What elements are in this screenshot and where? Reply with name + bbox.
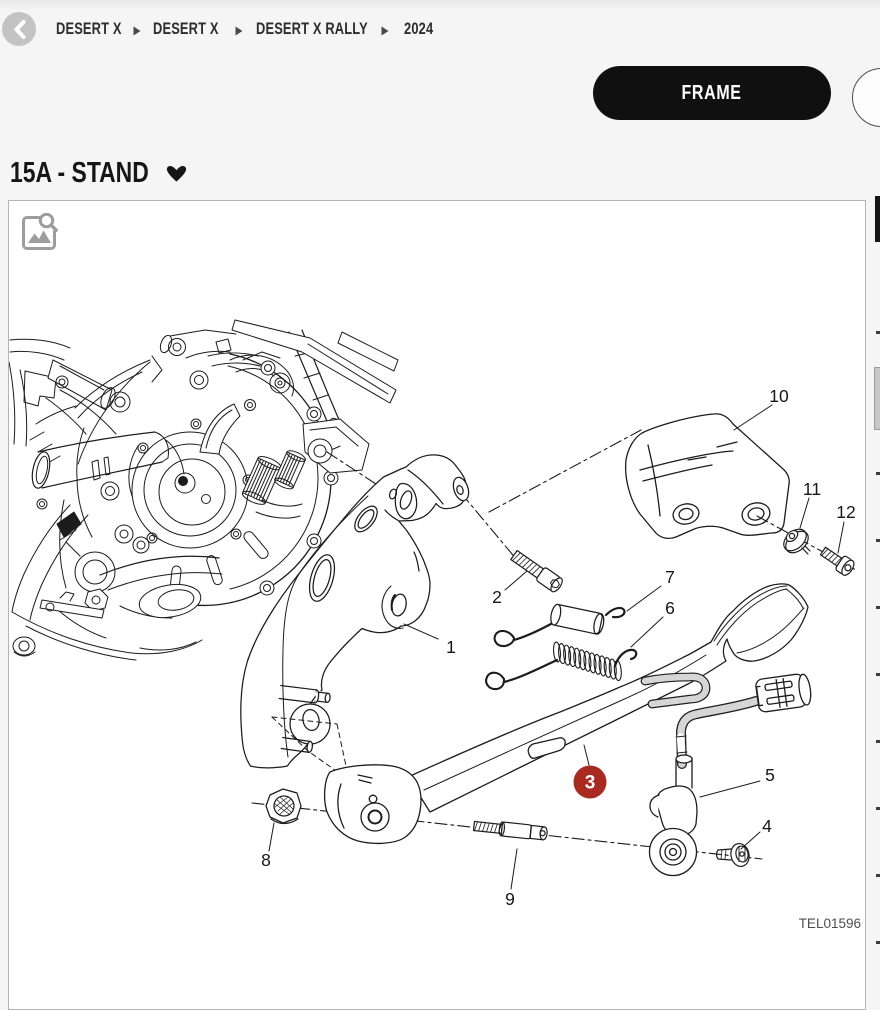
callout-7[interactable]: 7 [665, 567, 675, 587]
right-edge-fragment [876, 740, 880, 743]
page-title: 15A - STAND [10, 157, 149, 189]
part-screw-12 [819, 546, 855, 576]
part-sensor [648, 673, 812, 877]
right-edge-fragment [876, 331, 880, 334]
section-title-row: 15A - STAND [10, 157, 187, 191]
drawing-code: TEL01596 [798, 916, 861, 931]
right-edge-fragment [876, 606, 880, 609]
callout-12[interactable]: 12 [836, 502, 855, 522]
engine-line-art [9, 319, 399, 661]
right-edge-fragment [876, 941, 880, 944]
callout-10[interactable]: 10 [769, 386, 789, 406]
callout-1[interactable]: 1 [446, 637, 456, 657]
breadcrumb-item-model[interactable]: DESERT X [56, 20, 122, 38]
callout-9[interactable]: 9 [505, 889, 515, 909]
right-edge-fragment [876, 539, 880, 542]
right-edge-fragment [874, 367, 880, 430]
callout-2[interactable]: 2 [492, 587, 502, 607]
part-spring-cover [493, 603, 626, 648]
part-screw-11 [783, 528, 811, 555]
cable-hairpin [640, 672, 711, 709]
right-edge-fragment [875, 196, 880, 242]
callout-5[interactable]: 5 [765, 765, 775, 785]
part-spring [485, 641, 638, 691]
breadcrumb-separator-icon [133, 23, 141, 41]
right-edge-fragment [876, 472, 880, 475]
part-guard [624, 413, 790, 539]
callout-11[interactable]: 11 [803, 479, 821, 499]
leader-lines [268, 404, 845, 890]
part-bracket [240, 454, 470, 769]
callout-8[interactable]: 8 [261, 850, 271, 870]
breadcrumb-separator-icon [381, 23, 389, 41]
callout-3-highlighted[interactable]: 3 [573, 765, 607, 799]
tab-frame[interactable]: FRAME [593, 66, 831, 120]
part-stand-leg [323, 583, 809, 845]
part-pivot-bolt [472, 820, 548, 841]
part-bracket-bolt [510, 549, 563, 593]
tab-frame-label: FRAME [681, 81, 743, 104]
breadcrumb-separator-icon [235, 23, 243, 41]
exploded-diagram: 1 2 4 5 6 7 8 9 10 11 12 3 [9, 319, 857, 909]
chevron-left-icon [13, 19, 26, 39]
heart-icon[interactable] [166, 165, 187, 187]
breadcrumb-item-family[interactable]: DESERT X [153, 20, 219, 38]
callout-6[interactable]: 6 [665, 598, 675, 618]
part-sensor-bolt [715, 842, 750, 868]
image-zoom-icon[interactable] [20, 212, 60, 253]
right-edge-fragment [876, 807, 880, 810]
right-edge-fragment [876, 874, 880, 877]
right-edge-fragment [876, 673, 880, 676]
breadcrumb-item-version[interactable]: DESERT X RALLY [256, 20, 368, 38]
diagram-panel: 1 2 4 5 6 7 8 9 10 11 12 3 TEL01596 [8, 200, 866, 1010]
top-shade [0, 0, 880, 12]
part-nut [265, 788, 302, 825]
breadcrumb-item-year[interactable]: 2024 [404, 20, 434, 38]
callout-labels: 1 2 4 5 6 7 8 9 10 11 12 [261, 386, 856, 909]
tabs-next-button[interactable] [852, 68, 880, 127]
back-button[interactable] [2, 12, 36, 46]
svg-text:3: 3 [585, 773, 596, 794]
callout-4[interactable]: 4 [762, 816, 772, 836]
